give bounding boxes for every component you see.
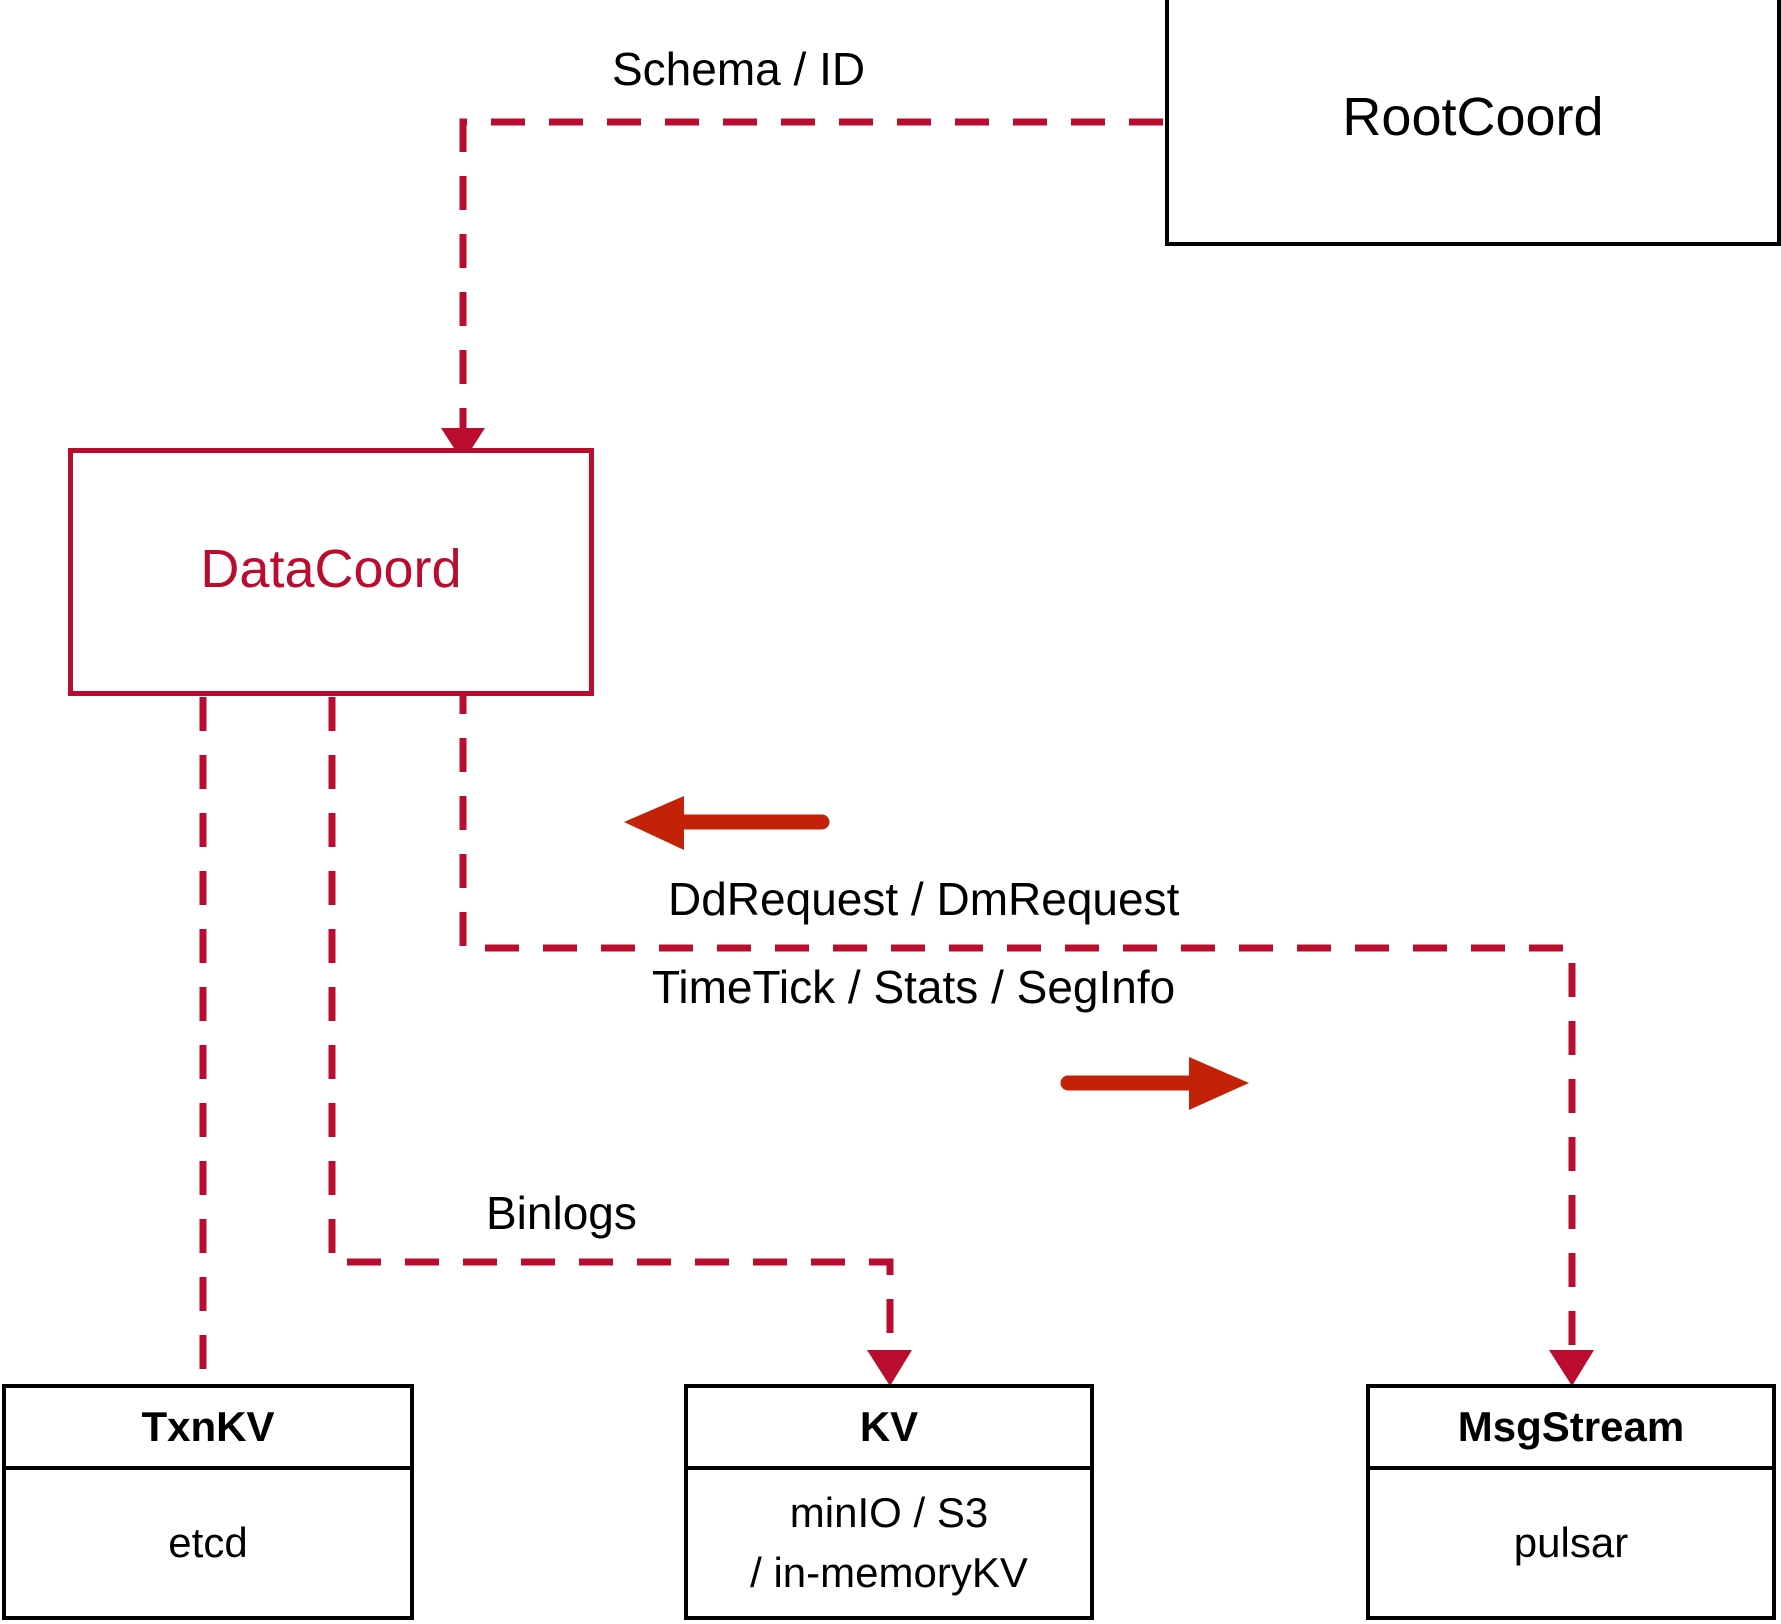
node-kv-body-line-1: / in-memoryKV	[750, 1549, 1028, 1596]
node-rootcoord[interactable]: RootCoord	[1165, 0, 1781, 246]
edge-label-timetick-stats-seginfo: TimeTick / Stats / SegInfo	[652, 961, 1176, 1013]
node-txnkv-body: etcd	[6, 1470, 410, 1616]
node-rootcoord-label: RootCoord	[1342, 87, 1604, 147]
node-kv-body-line-0: minIO / S3	[789, 1489, 989, 1537]
node-msgstream-body-line-0: pulsar	[1513, 1519, 1629, 1567]
node-datacoord-label: DataCoord	[200, 539, 462, 599]
edge-label-schema-id: Schema / ID	[612, 43, 866, 95]
node-txnkv-body-line-0: etcd	[168, 1519, 248, 1567]
node-txnkv-header-label: TxnKV	[141, 1403, 275, 1450]
node-msgstream-body: pulsar	[1370, 1470, 1772, 1616]
node-kv-header-label: KV	[859, 1403, 919, 1450]
edge-msgstream-datacoord	[441, 647, 1594, 1386]
edge-binlogs	[328, 697, 912, 1386]
node-txnkv-header: TxnKV	[6, 1388, 410, 1470]
direction-arrow-outgoing	[1060, 1057, 1249, 1110]
node-kv-body: minIO / S3 / in-memoryKV	[688, 1470, 1090, 1616]
node-msgstream-header-label: MsgStream	[1457, 1403, 1685, 1450]
node-msgstream[interactable]: MsgStream pulsar	[1366, 1384, 1776, 1620]
node-txnkv[interactable]: TxnKV etcd	[2, 1384, 414, 1620]
edge-schema-id	[441, 118, 1163, 462]
node-kv[interactable]: KV minIO / S3 / in-memoryKV	[684, 1384, 1094, 1620]
edge-label-binlogs: Binlogs	[486, 1187, 637, 1239]
node-kv-header: KV	[688, 1388, 1090, 1470]
direction-arrow-incoming	[624, 796, 830, 850]
node-msgstream-header: MsgStream	[1370, 1388, 1772, 1470]
node-datacoord[interactable]: DataCoord	[68, 448, 594, 696]
edge-label-dd-dm-request: DdRequest / DmRequest	[668, 873, 1180, 925]
